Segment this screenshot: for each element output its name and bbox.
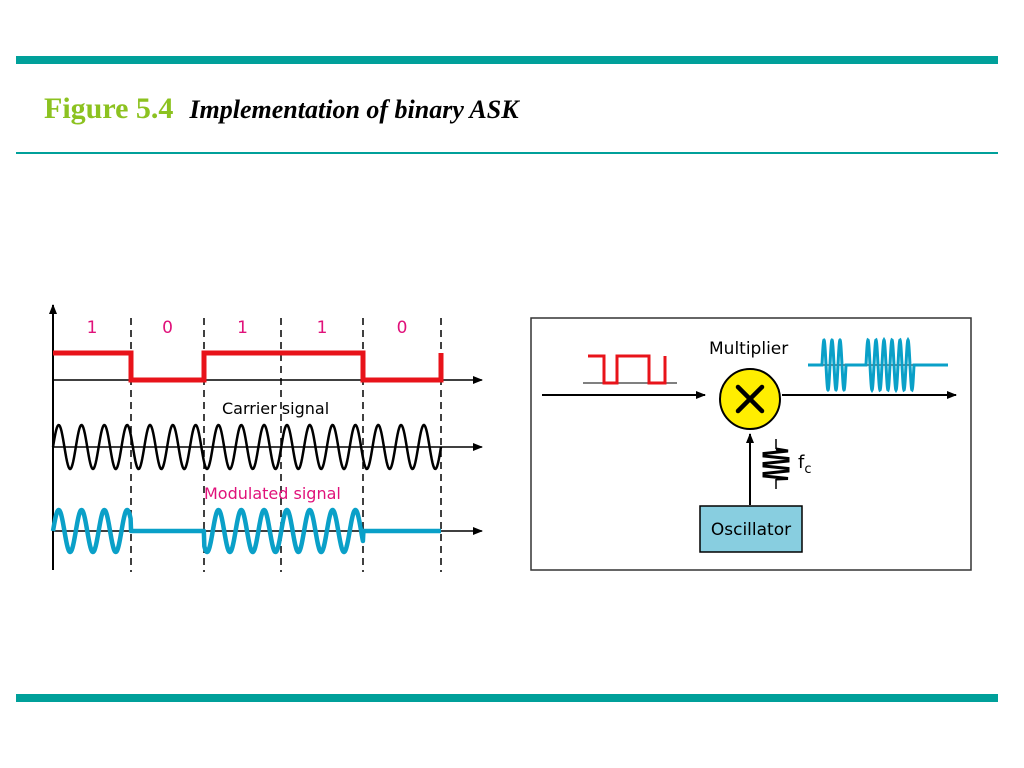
- input-digital-thumbnail: [583, 354, 677, 385]
- bit-label: 1: [237, 318, 248, 338]
- bottom-rule: [16, 694, 998, 702]
- frequency-subscript: c: [804, 462, 811, 477]
- title-underline: [16, 152, 998, 154]
- waveform-panel: 1 0 1 1 0 Carrier signal Modulated signal: [49, 304, 483, 572]
- oscillator-box: [699, 505, 803, 553]
- bit-label: 1: [317, 318, 328, 338]
- bit-label: 1: [87, 318, 98, 338]
- frequency-label: fc: [798, 452, 812, 477]
- output-modulated-thumbnail: [808, 336, 948, 394]
- carrier-signal: [51, 423, 443, 471]
- bit-labels: 1 0 1 1 0: [87, 318, 408, 338]
- frequency-symbol: f: [798, 452, 805, 473]
- multiplier-label: Multiplier: [709, 339, 788, 359]
- block-diagram: Multiplier Oscillator fc: [530, 317, 972, 571]
- top-rule: [16, 56, 998, 64]
- digital-signal: [53, 350, 444, 383]
- bit-label: 0: [162, 318, 173, 338]
- modulated-signal: [50, 507, 443, 555]
- carrier-frequency-icon: [762, 447, 790, 481]
- carrier-signal-label: Carrier signal: [222, 399, 329, 418]
- bit-label: 0: [397, 318, 408, 338]
- figure-caption: Implementation of binary ASK: [189, 95, 519, 124]
- multiplier-node: [719, 368, 781, 430]
- figure-number: Figure 5.4: [44, 92, 174, 125]
- oscillator-label: Oscillator: [711, 520, 791, 540]
- modulated-signal-label: Modulated signal: [204, 484, 341, 503]
- slide-title: Figure 5.4 Implementation of binary ASK: [44, 92, 519, 132]
